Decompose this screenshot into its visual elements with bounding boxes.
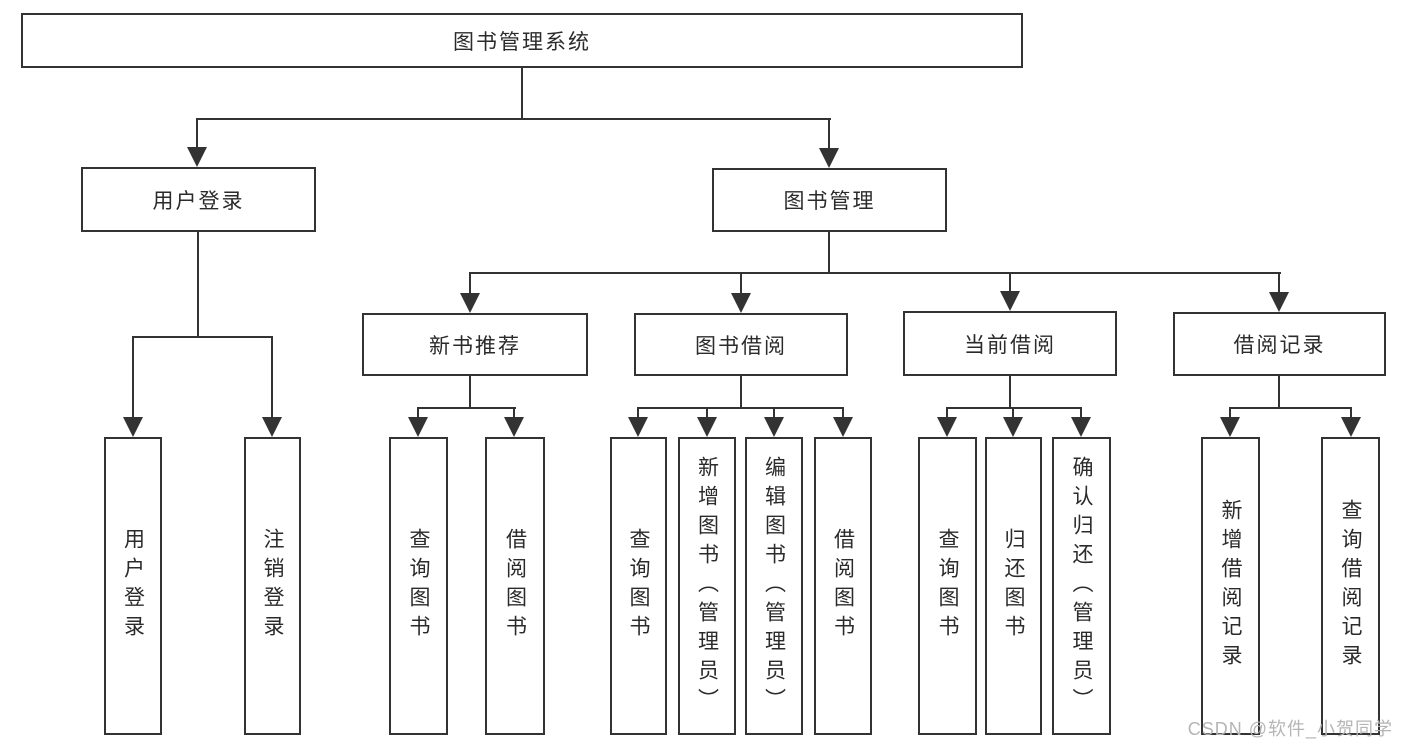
leaf-user-login: 用户登录 (104, 437, 162, 735)
arrowhead (731, 293, 751, 313)
arrowhead (764, 417, 784, 437)
connector-line (196, 118, 198, 148)
arrowhead (408, 417, 428, 437)
node-user-login: 用户登录 (81, 167, 316, 232)
connector-line (946, 407, 1082, 409)
connector-line (132, 336, 273, 338)
arrowhead (937, 417, 957, 437)
leaf-borrow-books: 借阅图书 (814, 437, 872, 735)
connector-line (1009, 376, 1011, 407)
connector-line (1278, 376, 1280, 407)
node-book-borrowing: 图书借阅 (634, 313, 848, 376)
connector-line (773, 407, 775, 419)
arrowhead (1000, 291, 1020, 311)
arrowhead (1269, 292, 1289, 312)
arrowhead (1071, 417, 1091, 437)
arrowhead (697, 417, 717, 437)
leaf-return-book: 归还图书 (985, 437, 1042, 735)
connector-line (1012, 407, 1014, 419)
leaf-query-books-recommend: 查询图书 (389, 437, 448, 735)
connector-line (637, 407, 844, 409)
arrowhead (819, 148, 839, 168)
csdn-watermark: CSDN @软件_小贺同学 (1187, 719, 1393, 739)
leaf-borrow-books-recommend: 借阅图书 (485, 437, 545, 735)
connector-line (1350, 407, 1352, 419)
arrowhead (628, 417, 648, 437)
connector-line (271, 336, 273, 418)
connector-line (1009, 272, 1011, 292)
leaf-edit-book-admin: 编辑图书（管理员） (745, 437, 803, 735)
connector-line (1229, 407, 1231, 419)
arrowhead (187, 147, 207, 167)
node-current-borrowing: 当前借阅 (903, 311, 1117, 376)
connector-line (417, 407, 419, 419)
connector-line (828, 232, 830, 272)
connector-line (1229, 407, 1352, 409)
node-borrowing-records: 借阅记录 (1173, 312, 1386, 376)
connector-line (842, 407, 844, 419)
arrowhead (833, 417, 853, 437)
node-book-management: 图书管理 (712, 168, 947, 232)
arrowhead (123, 417, 143, 437)
arrowhead (1341, 417, 1361, 437)
leaf-add-book-admin: 新增图书（管理员） (678, 437, 736, 735)
connector-line (469, 376, 471, 407)
connector-line (1080, 407, 1082, 419)
connector-line (637, 407, 639, 419)
arrowhead (1003, 417, 1023, 437)
leaf-add-borrow-record: 新增借阅记录 (1201, 437, 1260, 735)
connector-line (196, 118, 831, 120)
node-library-management-system: 图书管理系统 (21, 13, 1023, 68)
arrowhead (1220, 417, 1240, 437)
arrowhead (460, 293, 480, 313)
connector-line (469, 272, 1281, 274)
connector-line (946, 407, 948, 419)
leaf-confirm-return-admin: 确认归还（管理员） (1052, 437, 1111, 735)
connector-line (521, 68, 523, 118)
node-new-book-recommendation: 新书推荐 (362, 313, 588, 376)
connector-line (469, 272, 471, 294)
arrowhead (504, 417, 524, 437)
leaf-query-borrow-record: 查询借阅记录 (1321, 437, 1380, 735)
connector-line (828, 118, 830, 149)
connector-line (1278, 272, 1280, 293)
connector-line (740, 272, 742, 294)
leaf-query-books-borrow: 查询图书 (610, 437, 667, 735)
leaf-logout: 注销登录 (244, 437, 301, 735)
connector-line (197, 232, 199, 336)
arrowhead (262, 417, 282, 437)
connector-line (132, 336, 134, 418)
connector-line (706, 407, 708, 419)
leaf-query-books-current: 查询图书 (918, 437, 977, 735)
connector-line (417, 407, 516, 409)
connector-line (513, 407, 515, 419)
connector-line (740, 376, 742, 407)
